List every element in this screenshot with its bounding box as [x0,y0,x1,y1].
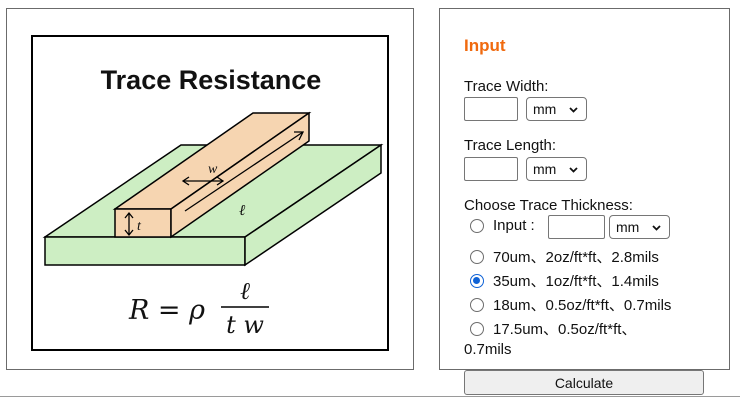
trace-front [114,208,172,238]
length-arrow [184,131,304,212]
thickness-radio-70um[interactable] [470,249,484,264]
length-label: ℓ [239,203,245,219]
width-arrowhead-right [216,176,225,186]
diagram-title: Trace Resistance [101,65,322,95]
thickness-arrowhead-top [124,211,134,219]
thickness-option-label: 17.5um、0.5oz/ft*ft、 [493,321,637,338]
thickness-option-35um[interactable]: 35um、1oz/ft*ft、1.4mils [470,270,659,291]
thickness-label: t [137,219,142,234]
trace-length-input[interactable] [464,157,518,181]
formula-denominator: t w [226,311,264,339]
thickness-option-label-wrap: 0.7mils [464,341,512,358]
width-label: w [208,162,218,177]
thickness-custom-label: Input : [493,217,535,234]
diagram-panel: Trace Resistance w ℓ t R = ρ [6,8,414,370]
input-panel: Input Trace Width: mm Trace Length: mm C… [439,8,730,370]
length-arrowhead-end [294,131,305,141]
thickness-option-70um[interactable]: 70um、2oz/ft*ft、2.8mils [470,246,659,267]
thickness-arrowhead-bottom [124,229,134,237]
chevron-down-icon [652,225,661,231]
thickness-option-custom[interactable]: Input : [470,217,535,234]
thickness-custom-input[interactable] [548,215,605,239]
thickness-radio-custom[interactable] [470,218,484,233]
trace-width-unit-value: mm [533,101,557,117]
thickness-radio-17-5um[interactable] [470,321,484,336]
board-front [44,236,246,266]
formula-lhs: R = ρ [128,295,205,326]
trace-width-label: Trace Width: [464,78,549,95]
thickness-option-label: 35um、1oz/ft*ft、1.4mils [493,273,659,290]
thickness-custom-unit-value: mm [616,219,640,235]
board-side [244,143,382,267]
formula-numerator: ℓ [240,277,250,305]
chevron-down-icon [569,167,578,173]
trace-thickness-label: Choose Trace Thickness: [464,197,633,214]
trace-length-unit-value: mm [533,161,557,177]
trace-side [170,111,310,239]
thickness-option-label: 70um、2oz/ft*ft、2.8mils [493,249,659,266]
diagram-svg: Trace Resistance w ℓ t R = ρ [42,65,384,339]
thickness-radio-35um[interactable] [470,273,484,288]
trace-length-label: Trace Length: [464,137,556,154]
calculate-button[interactable]: Calculate [464,370,704,395]
thickness-radio-18um[interactable] [470,297,484,312]
trace-width-input[interactable] [464,97,518,121]
trace-resistance-diagram: Trace Resistance w ℓ t R = ρ [31,35,389,351]
trace-length-unit-select[interactable]: mm [526,157,587,181]
thickness-option-18um[interactable]: 18um、0.5oz/ft*ft、0.7mils [470,294,671,315]
trace-width-unit-select[interactable]: mm [526,97,587,121]
chevron-down-icon [569,107,578,113]
input-title: Input [464,36,506,55]
thickness-custom-unit-select[interactable]: mm [609,215,670,239]
thickness-option-label: 18um、0.5oz/ft*ft、0.7mils [493,297,672,314]
bottom-divider [0,396,740,397]
thickness-option-17-5um[interactable]: 17.5um、0.5oz/ft*ft、 [470,318,636,339]
width-arrowhead-left [181,176,190,186]
